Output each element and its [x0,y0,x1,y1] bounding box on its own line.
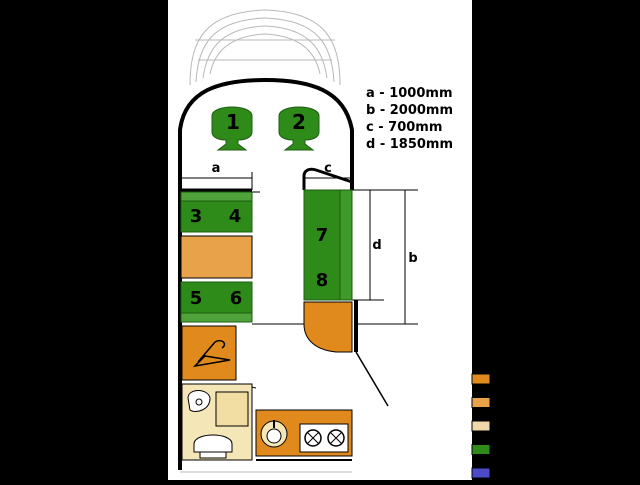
seat-4-label: 4 [229,206,242,227]
seat-8-label: 8 [316,270,329,291]
clothes-hanger-icon [192,339,231,368]
stove-icon [299,423,349,453]
side-bench-7-8: 7 8 [303,189,353,301]
dimension-a-marker: a [180,161,253,190]
legend-swatch [471,397,491,408]
legend-swatch [471,467,491,479]
van-walls [178,77,358,470]
bench-seat-3-4: 3 4 [180,191,260,233]
legend-swatch [471,420,491,432]
seat-7-label: 7 [316,225,329,246]
seat-2: 2 [278,106,320,151]
dimension-b-text: b - 2000mm [366,103,453,118]
bench-seat-5-6: 5 6 [180,281,253,323]
sliding-door-line [355,351,389,407]
dimension-a-letter: a [212,161,221,176]
legend-swatch [471,444,491,455]
toilet-icon [193,434,233,453]
seat-3-label: 3 [190,206,203,227]
corner-cabinet [303,301,353,353]
color-legend [471,373,491,479]
dimension-b-letter: b [408,251,417,266]
dimension-c-letter: c [324,161,332,176]
galley-counter [255,409,353,457]
dimension-c-marker: c [303,161,352,190]
dimension-d-marker: d [352,189,384,301]
dimension-b-marker: b [356,189,418,325]
seat-5-label: 5 [190,288,203,309]
seat-6-label: 6 [230,288,243,309]
dining-table [180,235,253,279]
wash-basin-icon [187,390,211,412]
dimension-c-text: c - 700mm [366,120,442,135]
wardrobe [181,325,237,381]
dimension-d-letter: d [372,238,381,253]
legend-swatch [471,373,491,385]
dimension-a-text: a - 1000mm [366,86,453,101]
dimension-d-text: d - 1850mm [366,137,453,152]
dimension-key: a - 1000mm b - 2000mm c - 700mm d - 1850… [366,86,453,152]
seat-1-label: 1 [226,110,240,134]
seat-2-label: 2 [292,110,306,134]
washroom [181,383,253,461]
seat-1: 1 [211,106,253,151]
van-front-outline [189,9,341,86]
